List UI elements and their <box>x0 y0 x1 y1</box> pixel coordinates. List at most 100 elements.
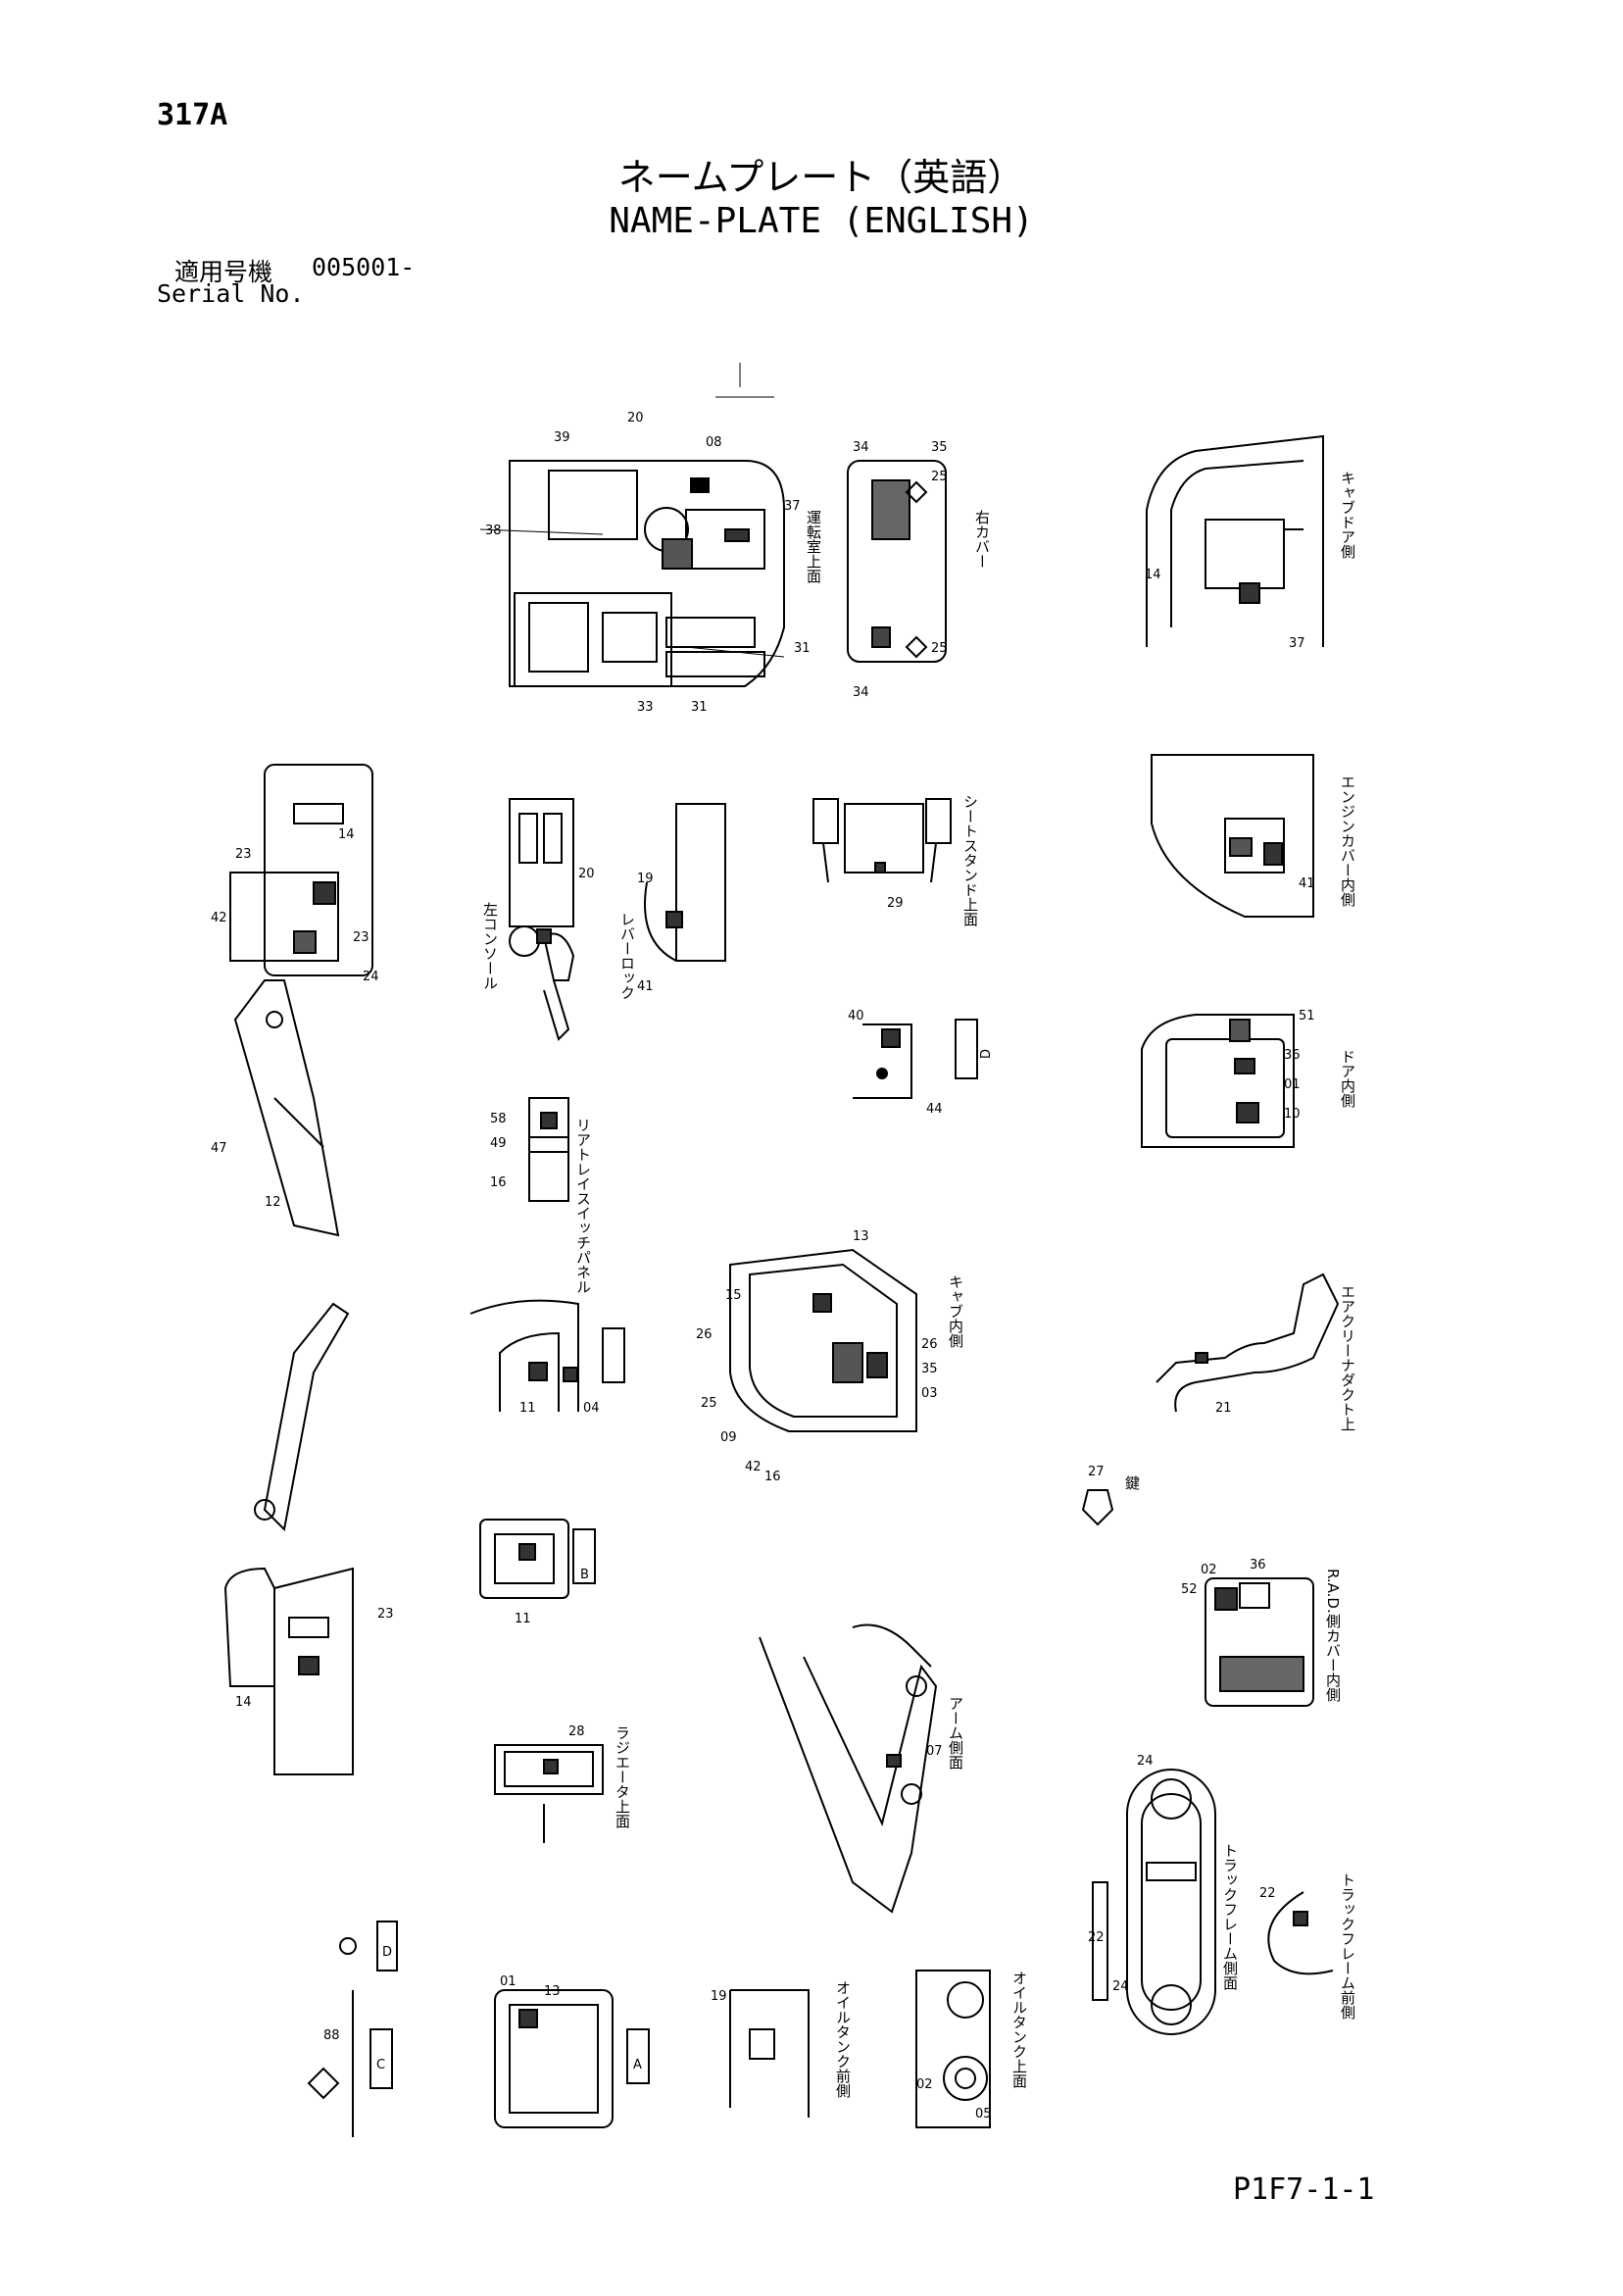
callout-41-engine: 41 <box>1299 876 1315 891</box>
label-seat-stand: シートスタンド上面 <box>961 794 979 926</box>
callout-14-right: 14 <box>235 1695 252 1710</box>
machine-side-view-left <box>229 764 373 1237</box>
callout-01: 01 <box>1284 1077 1301 1092</box>
key-view <box>1081 1489 1114 1526</box>
callout-24-left: 24 <box>363 970 379 984</box>
serial-label-english: Serial No. <box>157 279 305 308</box>
callout-10: 10 <box>1284 1107 1301 1122</box>
label-lever: レバーロック <box>618 912 636 1000</box>
label-key: 鍵 <box>1123 1475 1141 1491</box>
callout-01-a: 01 <box>500 1974 516 1989</box>
callout-22-track: 22 <box>1088 1930 1105 1945</box>
callout-49: 49 <box>490 1136 507 1151</box>
track-frame-side-view <box>1092 1769 1216 2035</box>
callout-31-bottom: 31 <box>691 700 708 715</box>
callout-29: 29 <box>887 896 904 911</box>
air-cleaner-duct-view <box>1156 1273 1340 1413</box>
label-right-cover: 右カバー <box>973 510 991 569</box>
callout-26-cab-left: 26 <box>696 1327 713 1342</box>
callout-15: 15 <box>725 1288 742 1303</box>
callout-36-rad: 36 <box>1250 1558 1266 1572</box>
callout-27: 27 <box>1088 1465 1105 1479</box>
callout-52: 52 <box>1181 1582 1198 1597</box>
label-oil-tank-top: オイルタンク上面 <box>1010 1971 1028 2088</box>
callout-37-cab: 37 <box>1289 636 1305 651</box>
page-title-english: NAME-PLATE (ENGLISH) <box>609 201 1034 241</box>
callout-41-lever: 41 <box>637 979 654 994</box>
label-door-inner: ドア内側 <box>1339 1049 1356 1108</box>
callout-31-top: 31 <box>794 641 811 656</box>
page-reference: P1F7-1-1 <box>1233 2172 1375 2207</box>
callout-34-bottom: 34 <box>853 685 869 700</box>
callout-25-bottom: 25 <box>931 641 948 656</box>
label-radiator: ラジエータ上面 <box>614 1725 631 1828</box>
oil-tank-front-view <box>729 1989 810 2118</box>
label-track-frame-front: トラックフレーム前側 <box>1339 1872 1356 2020</box>
oil-tank-top-view <box>915 1970 991 2128</box>
callout-42-cab: 42 <box>745 1460 762 1474</box>
callout-04: 04 <box>583 1401 600 1416</box>
callout-33: 33 <box>637 700 654 715</box>
cab-inner-view <box>729 1248 917 1432</box>
callout-08: 08 <box>706 435 722 450</box>
callout-44: 44 <box>926 1102 943 1117</box>
label-cab-inner: キャブ内側 <box>947 1274 964 1348</box>
arm-side-view <box>759 1623 938 1914</box>
callout-07: 07 <box>926 1744 943 1759</box>
callout-37: 37 <box>784 499 801 514</box>
machine-side-view-right <box>223 1302 354 1775</box>
callout-24-track-top: 24 <box>1137 1754 1154 1769</box>
lever-lock-view <box>644 803 726 962</box>
label-air-cleaner: エアクリーナダクト上 <box>1339 1284 1356 1431</box>
serial-label-japanese: 適用号機 <box>174 258 273 286</box>
detail-c-letter: C <box>376 2058 385 2072</box>
callout-38: 38 <box>485 524 502 538</box>
rad-cover-inner-view <box>1205 1577 1314 1707</box>
callout-20-console: 20 <box>578 867 595 881</box>
callout-14-cab: 14 <box>1145 568 1161 582</box>
label-rear-tray: リアトレイスイッチパネル <box>574 1118 592 1294</box>
label-cab-door-side: キャブドア側 <box>1339 471 1356 559</box>
callout-03: 03 <box>921 1386 938 1401</box>
callout-40: 40 <box>848 1009 864 1023</box>
callout-36-door: 36 <box>1284 1048 1301 1063</box>
door-inner-view <box>1141 1014 1295 1148</box>
callout-13-cab: 13 <box>853 1229 869 1244</box>
callout-02-oil: 02 <box>916 2077 933 2092</box>
callout-02: 02 <box>1201 1563 1217 1577</box>
callout-19: 19 <box>637 872 654 886</box>
callout-88: 88 <box>323 2028 340 2043</box>
callout-25-cab: 25 <box>701 1396 717 1411</box>
label-track-frame: トラックフレーム側面 <box>1221 1843 1239 1990</box>
callout-16-cab: 16 <box>764 1470 781 1484</box>
detail-d-letter: D <box>979 1049 994 1059</box>
callout-25-top: 25 <box>931 470 948 484</box>
label-cab-top: 運転室上面 <box>805 510 822 583</box>
engine-cover-inner-view <box>1151 754 1314 918</box>
callout-22-front: 22 <box>1259 1886 1276 1901</box>
seat-stand-view <box>812 798 952 883</box>
callout-11-b: 11 <box>515 1612 531 1626</box>
callout-20: 20 <box>627 411 644 425</box>
callout-23-left-top: 23 <box>235 847 252 862</box>
callout-09: 09 <box>720 1430 737 1445</box>
rear-tray-switch-panel-view <box>528 1097 569 1202</box>
radiator-view <box>494 1744 604 1843</box>
detail-a-letter: A <box>633 2058 642 2072</box>
callout-28: 28 <box>568 1724 585 1739</box>
page-title-japanese: ネームプレート（英語） <box>617 156 1025 199</box>
callout-11-q: 11 <box>519 1401 536 1416</box>
upper-structure-top-view <box>479 363 785 687</box>
label-oil-tank-front: オイルタンク前側 <box>834 1980 852 2098</box>
page-code: 317A <box>157 98 228 132</box>
detail-b-view <box>479 1519 596 1599</box>
detail-b-letter: B <box>580 1568 589 1582</box>
callout-19-oil: 19 <box>711 1989 727 2004</box>
serial-number-value: 005001- <box>312 253 416 281</box>
right-cover-view <box>847 460 947 663</box>
detail-c-view <box>307 1990 393 2137</box>
callout-24-track-bottom: 24 <box>1112 1979 1129 1994</box>
callout-35: 35 <box>931 440 948 455</box>
label-arm-side: アーム側面 <box>947 1696 964 1770</box>
callout-35-cab: 35 <box>921 1362 938 1376</box>
